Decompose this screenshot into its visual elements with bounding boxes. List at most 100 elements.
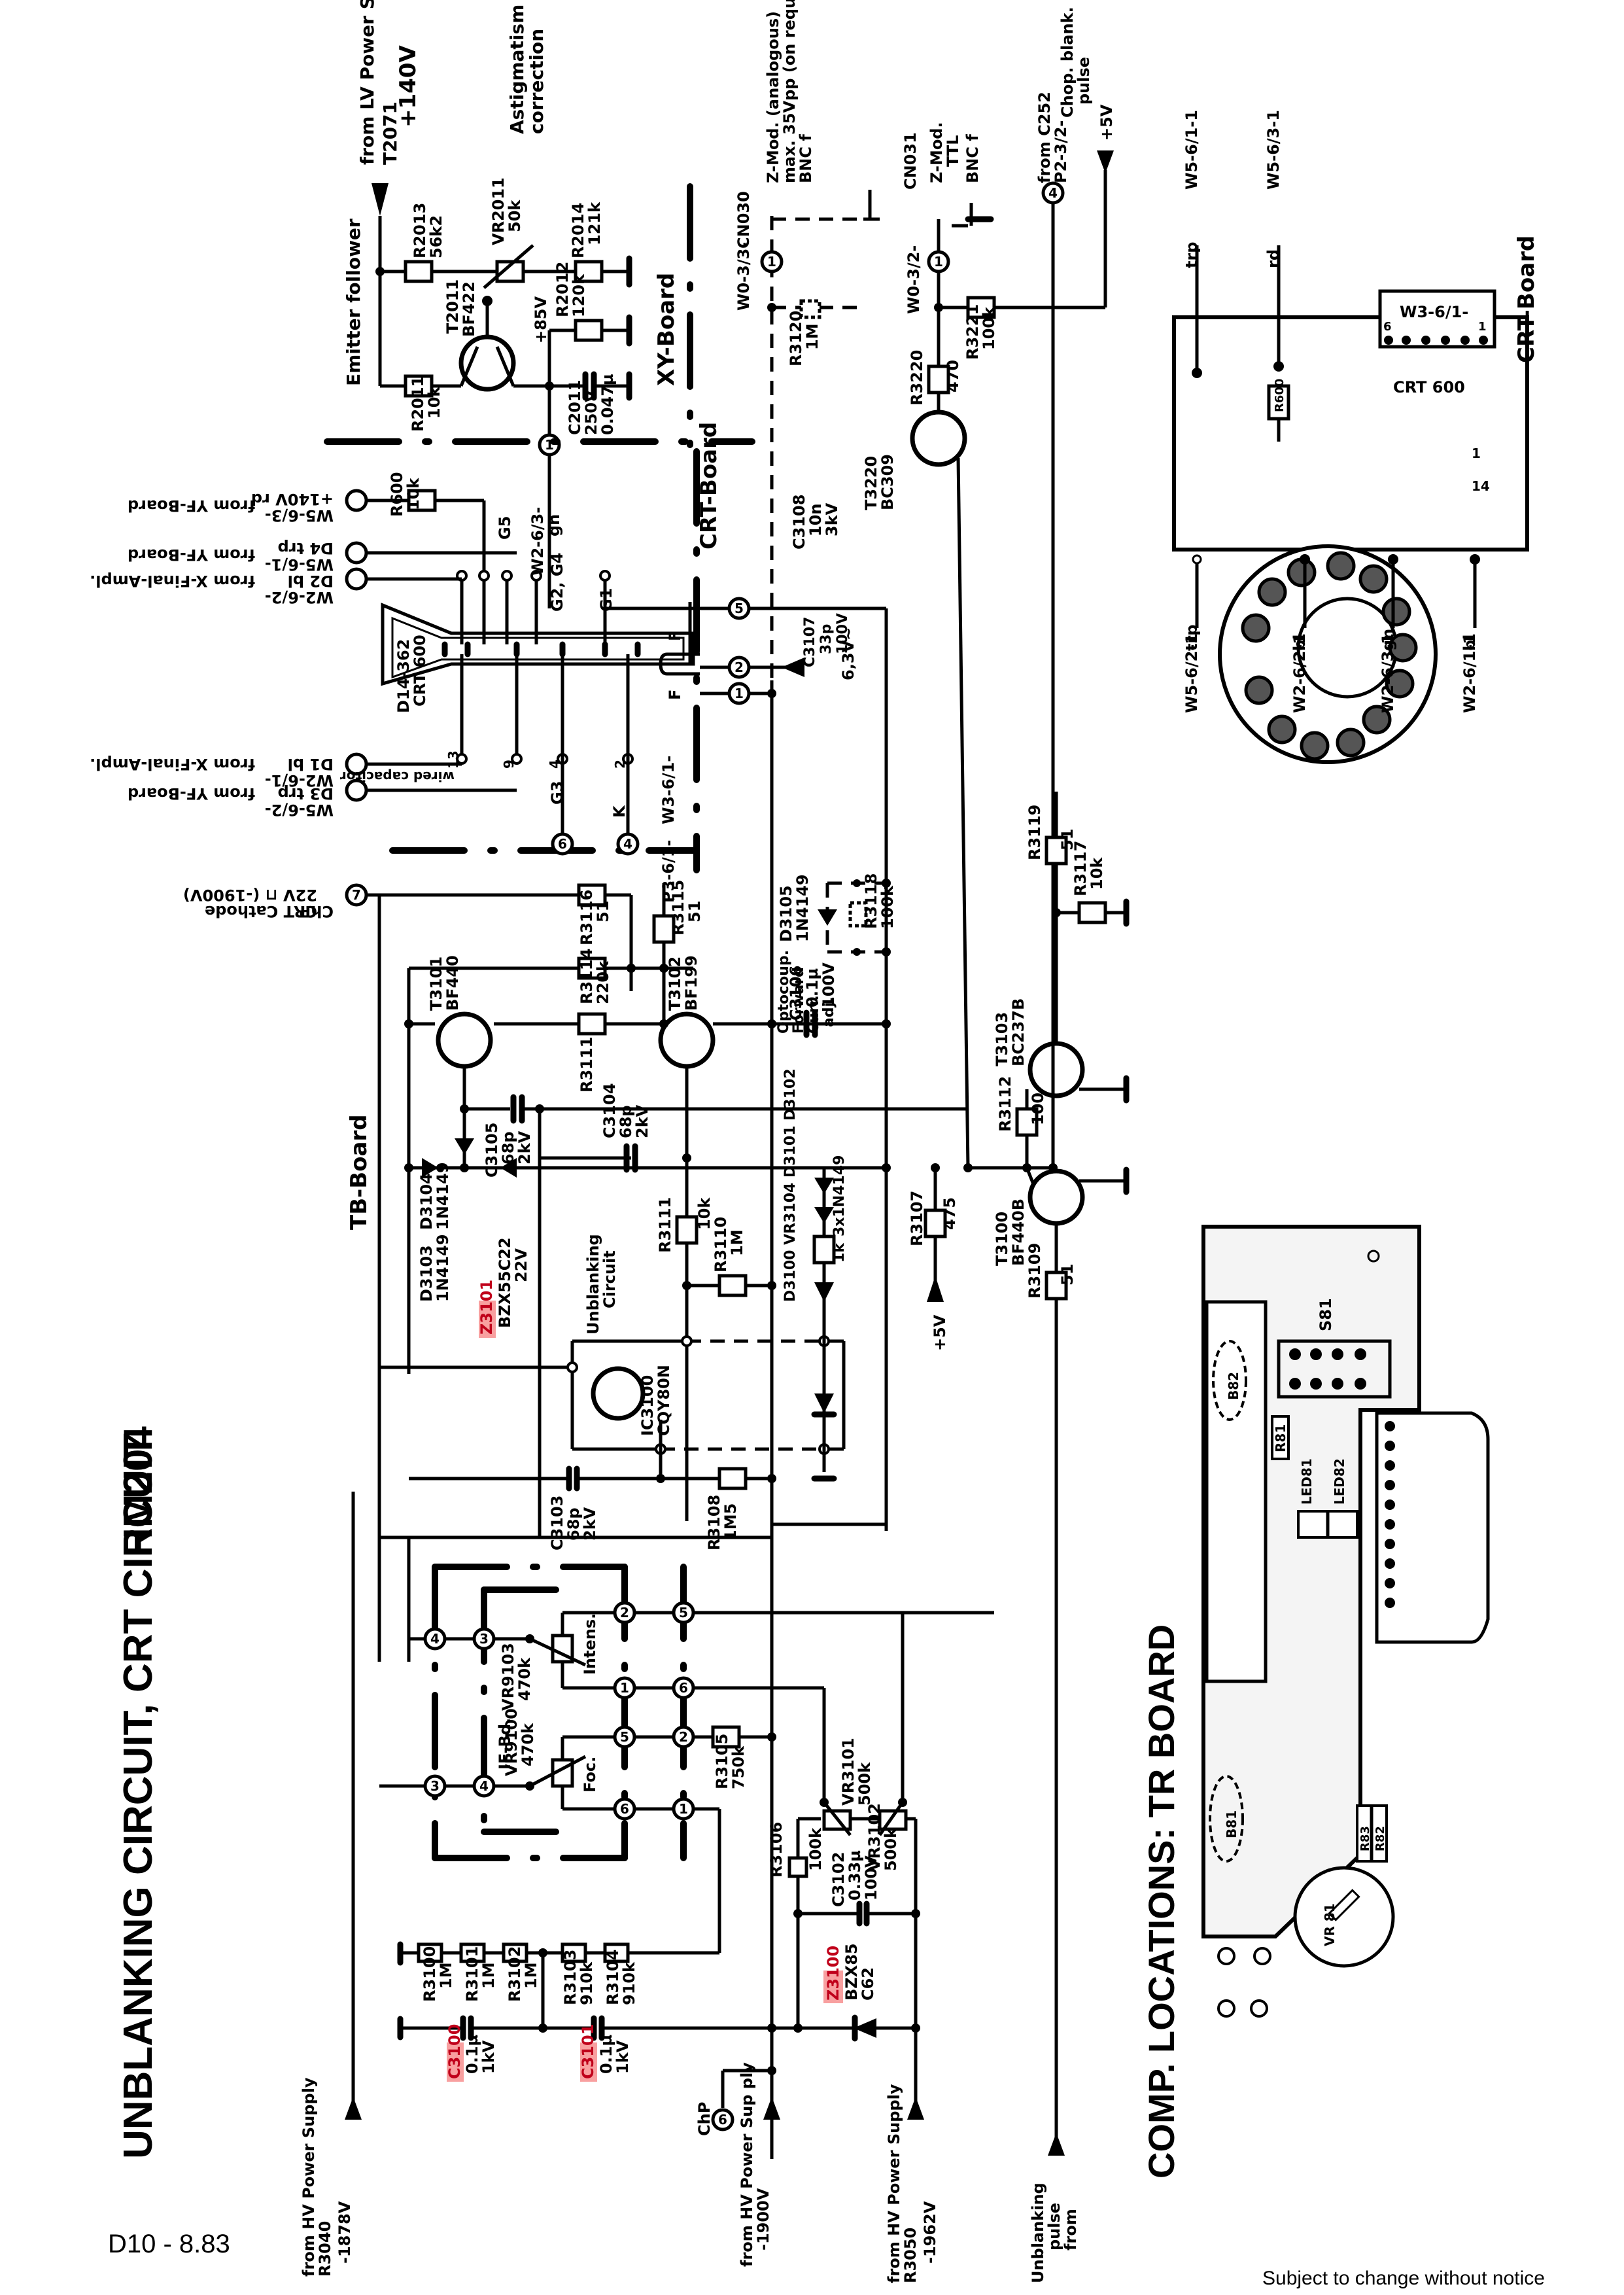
svg-text:R3101: R3101: [463, 1946, 481, 2002]
part-LED82: LED82: [1332, 1458, 1347, 1505]
svg-text:VR3101: VR3101: [839, 1738, 857, 1806]
svg-text:68p: 68p: [499, 1131, 517, 1165]
svg-text:10n: 10n: [806, 504, 825, 536]
svg-text:R3104: R3104: [604, 1950, 622, 2005]
svg-text:R3116: R3116: [578, 890, 596, 945]
unblank-pulse-arrow: [1048, 2133, 1065, 2156]
svg-text:0.1µ: 0.1µ: [803, 968, 821, 1007]
svg-text:10k: 10k: [695, 1197, 714, 1230]
svg-text:T3102: T3102: [666, 956, 684, 1011]
svg-text:W3-6/1-: W3-6/1-: [659, 756, 678, 824]
resistor-R3117: [1077, 901, 1107, 924]
svg-text:R3111: R3111: [656, 1197, 674, 1253]
svg-text:BZX85: BZX85: [842, 1943, 861, 2001]
T2011-ref: T2011: [443, 279, 462, 334]
crt-input-0-signal: +140V rd: [251, 490, 334, 508]
electrode-G2G4: G2, G4: [548, 553, 566, 612]
C3101-ref: C3101: [579, 2024, 597, 2079]
svg-text:W5-6/3-1: W5-6/3-1: [1264, 110, 1283, 190]
optocoupler-current-section: D3105 1N4149 R3118 100k C3106 0.1µ 100V …: [767, 873, 897, 1341]
svg-text:910k: 910k: [578, 1961, 596, 2005]
focus-label: Foc.: [581, 1757, 599, 1793]
svg-text:10k: 10k: [404, 478, 423, 510]
title-text: UNBLANKING CIRCUIT, CRT CIRCUIT: [116, 1433, 161, 2159]
crt-input-0-source: from YF-Board: [128, 497, 255, 515]
astig-label-1: Astigmatism: [506, 5, 528, 134]
svg-text:2kV: 2kV: [581, 1507, 599, 1541]
svg-text:1N4149: 1N4149: [434, 1234, 452, 1302]
svg-text:1: 1: [767, 254, 776, 270]
chp-connector-6: [711, 2108, 734, 2131]
crt-tube: D14-362 CRT 600 G5 G2, G4 G1 G3 K F F 13…: [381, 516, 700, 844]
svg-text:1kV: 1kV: [613, 2040, 632, 2074]
transistor-T3102: [658, 1011, 716, 1069]
electrode-G3: G3: [548, 781, 566, 805]
svg-text:T3100: T3100: [993, 1212, 1011, 1266]
crt-input-4-signal: D3 trp: [278, 784, 334, 803]
R2012-value: 120k: [570, 273, 588, 317]
part-VR81: VR 81: [1322, 1903, 1338, 1946]
svg-text:1N4149: 1N4149: [793, 874, 812, 942]
svg-text:from C252: from C252: [1035, 92, 1054, 183]
crt-input-list: W5-6/3- +140V rd from YF-Board W5-6/1- D…: [90, 472, 517, 819]
svg-text:W0-3/2-: W0-3/2-: [905, 245, 923, 314]
transistor-T3103: [1028, 1041, 1085, 1098]
crt-input-1-signal: D4 trp: [278, 539, 334, 557]
svg-text:750k: 750k: [729, 1745, 748, 1789]
svg-text:TTL: TTL: [944, 135, 962, 167]
svg-text:220k: 220k: [594, 960, 612, 1004]
zmod-section: 1 1 4 CN030 Z-Mod. (analogous) max. 35Vp…: [734, 0, 1116, 1168]
astig-label-2: correction: [526, 29, 547, 134]
svg-text:100k: 100k: [806, 1827, 825, 1871]
svg-text:BC237B: BC237B: [1009, 998, 1028, 1066]
lv-from-label: from LV Power Supply: [356, 0, 378, 165]
svg-text:BF199: BF199: [682, 955, 700, 1011]
svg-text:T3103: T3103: [993, 1012, 1011, 1066]
svg-text:VR9100: VR9100: [502, 1708, 521, 1776]
svg-text:100V: 100V: [835, 613, 851, 654]
svg-text:13: 13: [445, 750, 461, 769]
crt-type-label: D14-362: [394, 639, 413, 713]
resistor-R600: [407, 489, 437, 512]
svg-text:10k: 10k: [1088, 857, 1106, 890]
svg-text:3: 3: [430, 1778, 440, 1794]
C2011-value2: 0.047µ: [598, 374, 617, 435]
svg-text:D3105: D3105: [777, 885, 795, 942]
svg-text:1M: 1M: [803, 323, 821, 350]
svg-text:W2-6/2-1: W2-6/2-1: [1290, 633, 1309, 713]
svg-text:R3221: R3221: [963, 304, 982, 360]
svg-text:gn: gn: [1379, 629, 1397, 651]
svg-text:1: 1: [934, 254, 943, 270]
hv-arrow-1878: [345, 2097, 362, 2120]
svg-text:-1962V: -1962V: [921, 2201, 939, 2264]
tb-board-label: TB-Board: [346, 1114, 372, 1230]
svg-text:6: 6: [718, 2112, 727, 2128]
svg-text:500k: 500k: [882, 1827, 900, 1871]
crt-board-layout: W5-6/1-1 trp W5-6/3-1 rd W5-6/2-1 trp W2…: [1172, 110, 1540, 764]
part-R83: R83: [1358, 1826, 1372, 1851]
optocoupler-IC3100: IC3100 CQY80N C3103 68p 2kV R3108 1M5: [379, 1335, 888, 1550]
svg-text:W3-6/1-: W3-6/1-: [1400, 303, 1468, 321]
lv-ref-label: T2071: [379, 101, 401, 165]
svg-text:R3111: R3111: [578, 1037, 596, 1093]
page-title: UNBLANKING CIRCUIT, CRT CIRCUIT: [116, 1433, 161, 2159]
svg-text:2kV: 2kV: [515, 1130, 534, 1165]
svg-text:2: 2: [734, 659, 744, 675]
svg-text:7: 7: [352, 887, 361, 903]
crt-board-label: CRT-Board: [696, 422, 722, 550]
part-S81: S81: [1317, 1298, 1335, 1331]
wired-capacitor-label: wired capacitor: [340, 769, 455, 784]
resistor-R2013: [404, 260, 434, 283]
svg-text:470k: 470k: [515, 1657, 534, 1701]
svg-text:D3100 VR3104 D3101 D3102: D3100 VR3104 D3101 D3102: [782, 1068, 799, 1302]
transistor-T3220: [910, 410, 967, 467]
svg-text:CQY80N: CQY80N: [655, 1365, 673, 1436]
svg-text:trp: trp: [1183, 242, 1201, 269]
svg-text:BC309: BC309: [878, 454, 897, 510]
R2013-ref: R2013: [411, 203, 429, 258]
svg-text:C3108: C3108: [790, 495, 808, 550]
svg-text:C62: C62: [859, 1967, 877, 2001]
svg-text:2: 2: [679, 1729, 688, 1745]
svg-text:D3103: D3103: [417, 1245, 436, 1302]
svg-text:51: 51: [685, 901, 704, 922]
